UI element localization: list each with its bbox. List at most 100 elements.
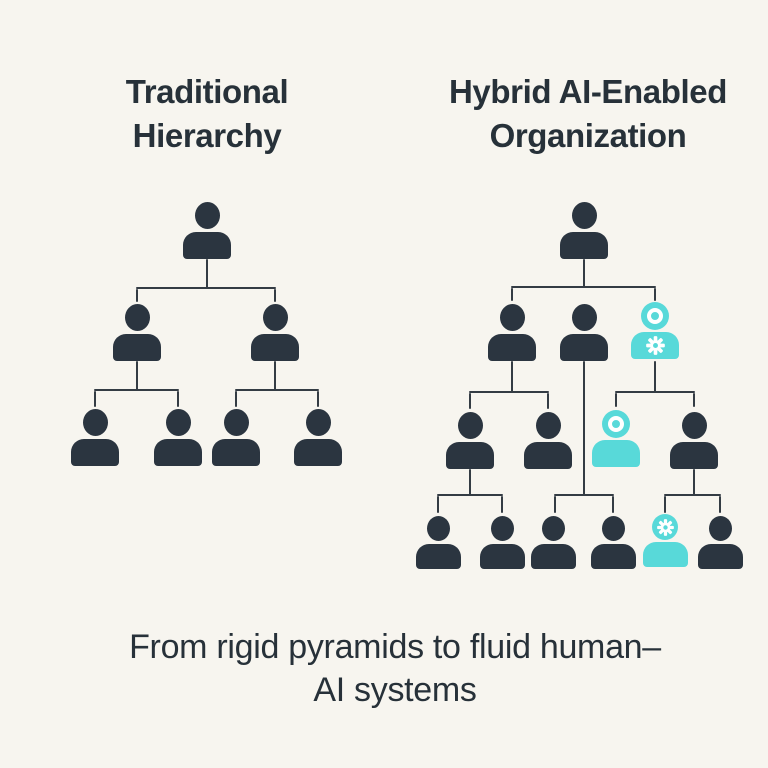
person-head [194, 202, 220, 229]
caption: From rigid pyramids to fluid human– AI s… [0, 626, 768, 712]
person-head [601, 516, 625, 541]
connector-drop [654, 288, 656, 301]
person-icon [294, 409, 342, 466]
connector-drop [94, 391, 96, 407]
ai-body [631, 332, 679, 359]
connector-bar [437, 494, 503, 496]
connector-stub [583, 259, 585, 287]
ai-agent-icon [592, 410, 640, 467]
caption-line1: From rigid pyramids to fluid human– [129, 628, 661, 666]
connector-drop [719, 496, 721, 513]
person-body [590, 544, 636, 569]
person-icon [479, 516, 525, 569]
connector-stub [136, 361, 138, 390]
person-icon [524, 412, 572, 469]
person-head [82, 409, 108, 436]
person-icon [530, 516, 576, 569]
connector-bar [511, 286, 656, 288]
person-icon [251, 304, 299, 361]
person-head [535, 412, 561, 439]
person-body [415, 544, 461, 569]
person-head [681, 412, 707, 439]
person-icon [113, 304, 161, 361]
connector-drop [554, 496, 556, 513]
person-icon [488, 304, 536, 361]
connector-stub [274, 361, 276, 390]
person-body [154, 439, 202, 466]
person-icon [560, 304, 608, 361]
left-chart-title-line1: Traditional [125, 73, 289, 110]
person-body [294, 439, 342, 466]
connector-stub [206, 259, 208, 288]
person-body [479, 544, 525, 569]
ai-head [641, 302, 669, 330]
person-icon [71, 409, 119, 466]
person-icon [183, 202, 231, 259]
person-body [560, 334, 608, 361]
connector-drop [177, 391, 179, 407]
connector-drop [547, 393, 549, 409]
person-body [560, 232, 608, 259]
ai-body [592, 440, 640, 467]
connector-stub [583, 361, 585, 495]
person-body [212, 439, 260, 466]
ai-head [602, 410, 630, 438]
person-icon [697, 516, 743, 569]
connector-drop [437, 496, 439, 513]
connector-drop [274, 289, 276, 302]
person-head [124, 304, 150, 331]
person-icon [154, 409, 202, 466]
person-body [113, 334, 161, 361]
gear-icon [645, 336, 665, 355]
person-head [262, 304, 288, 331]
right-chart-title: Hybrid AI-Enabled Organization [388, 70, 768, 158]
person-body [71, 439, 119, 466]
person-icon [446, 412, 494, 469]
connector-bar [615, 391, 695, 393]
connector-bar [664, 494, 721, 496]
caption-line2: AI systems [313, 671, 477, 709]
ai-body [642, 542, 688, 567]
right-chart-title-line2: Organization [489, 117, 687, 154]
person-head [571, 304, 597, 331]
person-body [530, 544, 576, 569]
connector-drop [317, 391, 319, 407]
person-body [183, 232, 231, 259]
lens-ring-icon [608, 416, 624, 432]
connector-drop [136, 289, 138, 302]
person-body [488, 334, 536, 361]
person-body [251, 334, 299, 361]
person-head [499, 304, 525, 331]
person-head [571, 202, 597, 229]
lens-ring-icon [647, 308, 663, 324]
connector-bar [469, 391, 549, 393]
left-chart-title-line2: Hierarchy [132, 117, 282, 154]
person-body [524, 442, 572, 469]
person-body [697, 544, 743, 569]
connector-bar [235, 389, 319, 391]
connector-drop [693, 393, 695, 407]
right-chart-title-line1: Hybrid AI-Enabled [448, 73, 727, 110]
person-head [541, 516, 565, 541]
person-icon [560, 202, 608, 259]
person-icon [212, 409, 260, 466]
person-head [490, 516, 514, 541]
connector-stub [511, 361, 513, 392]
ai-agent-icon [642, 514, 688, 567]
person-head [426, 516, 450, 541]
connector-stub [469, 469, 471, 495]
person-icon [590, 516, 636, 569]
connector-bar [94, 389, 179, 391]
ai-agent-icon [631, 302, 679, 359]
connector-drop [235, 391, 237, 407]
ai-head [652, 514, 678, 540]
gear-icon [656, 518, 674, 536]
person-head [223, 409, 249, 436]
left-chart-title: Traditional Hierarchy [7, 70, 407, 158]
person-body [446, 442, 494, 469]
connector-drop [664, 496, 666, 513]
connector-bar [554, 494, 614, 496]
connector-drop [615, 393, 617, 407]
